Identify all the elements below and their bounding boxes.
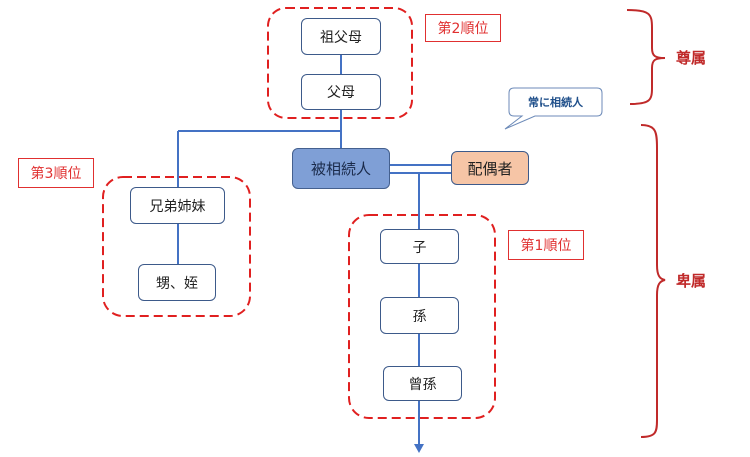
node-grandparents: 祖父母 — [301, 18, 381, 55]
arrowhead-down — [414, 444, 424, 453]
group-second-rank — [267, 7, 413, 119]
label-descendants: 卑属 — [676, 272, 707, 290]
group-third-rank — [102, 176, 251, 317]
node-great-grandchild: 曾孫 — [383, 366, 462, 401]
rank-third-label: 第3順位 — [18, 158, 94, 188]
group-first-rank — [348, 214, 496, 419]
bracket-descendants — [640, 124, 666, 438]
rank-second-label: 第2順位 — [425, 14, 501, 42]
node-child: 子 — [380, 229, 459, 264]
node-siblings: 兄弟姉妹 — [130, 187, 225, 224]
node-grandchild: 孫 — [380, 297, 459, 334]
callout-bubble — [504, 87, 603, 130]
rank-first-label: 第1順位 — [508, 230, 584, 260]
callout-always-heir-text: 常に相続人 — [528, 96, 583, 109]
bracket-ascendants — [626, 9, 666, 105]
node-parents: 父母 — [301, 74, 381, 110]
node-deceased: 被相続人 — [292, 148, 390, 189]
label-ascendants: 尊属 — [676, 49, 707, 67]
node-spouse: 配偶者 — [451, 151, 529, 185]
node-nephews-nieces: 甥、姪 — [138, 264, 216, 301]
